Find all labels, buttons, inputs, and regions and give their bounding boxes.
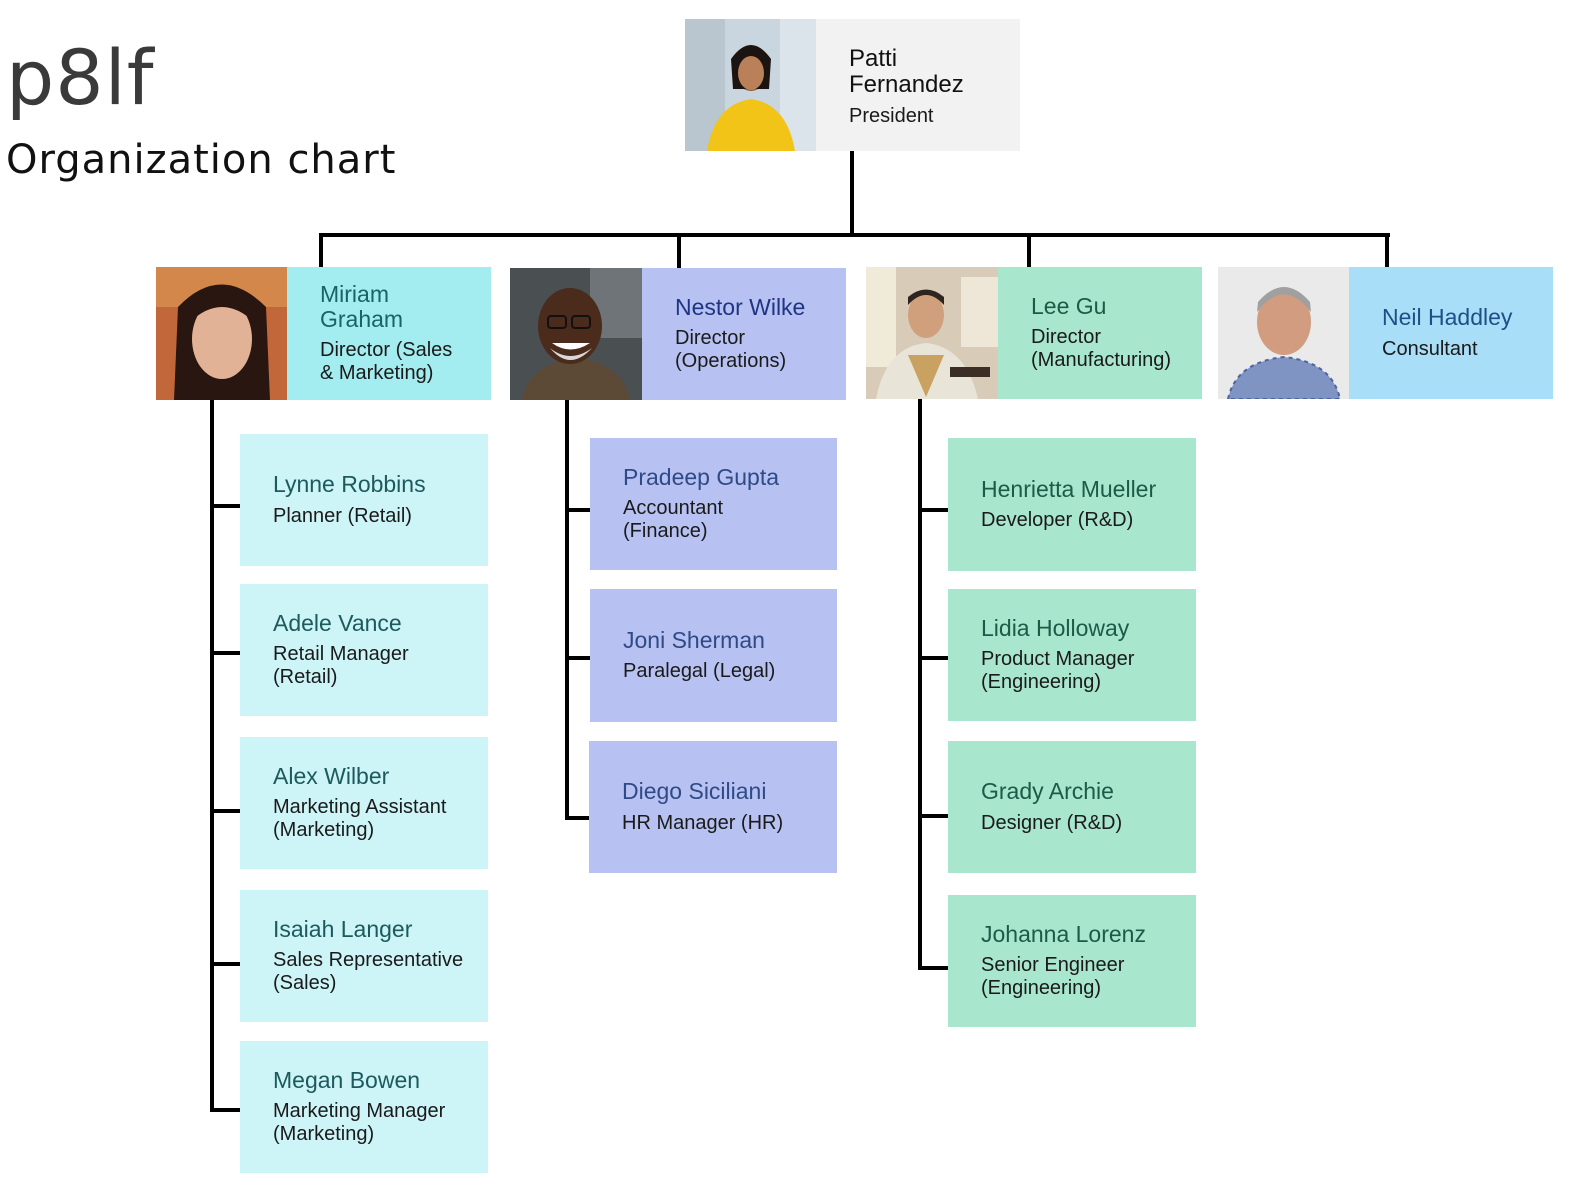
card-joni-sherman[interactable]: Joni Sherman Paralegal (Legal) [590, 589, 837, 722]
connector-to-nestor [677, 233, 681, 268]
name: Megan Bowen [273, 1066, 421, 1093]
card-lidia-holloway[interactable]: Lidia Holloway Product Manager (Engineer… [948, 589, 1196, 721]
role: Marketing Assistant (Marketing) [273, 796, 447, 842]
role-nestor: Director (Operations) [675, 327, 787, 373]
card-alex-wilber[interactable]: Alex Wilber Marketing Assistant (Marketi… [240, 737, 488, 869]
name: Lynne Robbins [273, 471, 426, 498]
role: Retail Manager (Retail) [273, 643, 409, 689]
avatar-miriam [156, 267, 287, 400]
name: Johanna Lorenz [981, 920, 1146, 947]
card-neil[interactable]: Neil Haddley Consultant [1349, 267, 1553, 399]
connector-ops-3 [565, 816, 590, 820]
connector-root-down [850, 150, 854, 236]
role: Product Manager (Engineering) [981, 648, 1135, 694]
connector-mfg-2 [918, 656, 948, 660]
name: Joni Sherman [623, 626, 765, 653]
page-title: Organization chart [6, 137, 397, 183]
connector-ops-trunk [565, 400, 569, 820]
connector-sales-5 [210, 1108, 240, 1112]
card-patti[interactable]: Patti Fernandez President [816, 19, 1020, 151]
card-pradeep-gupta[interactable]: Pradeep Gupta Accountant (Finance) [590, 438, 837, 570]
connector-sales-2 [210, 651, 240, 655]
role: Planner (Retail) [273, 504, 412, 527]
connector-mfg-4 [918, 966, 948, 970]
connector-ops-1 [565, 508, 590, 512]
avatar-patti [685, 19, 816, 151]
role: Designer (R&D) [981, 811, 1123, 834]
name-miriam: Miriam Graham [320, 281, 404, 332]
connector-to-neil [1385, 233, 1389, 267]
role: Sales Representative (Sales) [273, 949, 464, 995]
card-adele-vance[interactable]: Adele Vance Retail Manager (Retail) [240, 584, 488, 716]
connector-horizontal-bus [319, 233, 1390, 237]
name-patti: Patti Fernandez [849, 45, 964, 98]
role: Developer (R&D) [981, 509, 1134, 532]
card-johanna-lorenz[interactable]: Johanna Lorenz Senior Engineer (Engineer… [948, 895, 1196, 1027]
role-neil: Consultant [1382, 337, 1478, 360]
card-diego-siciliani[interactable]: Diego Siciliani HR Manager (HR) [589, 741, 837, 873]
connector-to-miriam [319, 233, 323, 268]
name: Alex Wilber [273, 762, 390, 789]
role: HR Manager (HR) [622, 811, 784, 834]
name: Henrietta Mueller [981, 475, 1157, 502]
connector-sales-4 [210, 962, 240, 966]
brand-logo-text: p8lf [6, 33, 155, 122]
role-patti: President [849, 104, 934, 127]
connector-sales-1 [210, 504, 240, 508]
connector-mfg-3 [918, 814, 948, 818]
role: Paralegal (Legal) [623, 660, 776, 683]
name-neil: Neil Haddley [1382, 304, 1513, 331]
connector-sales-3 [210, 809, 240, 813]
name-nestor: Nestor Wilke [675, 293, 806, 320]
role-miriam: Director (Sales & Marketing) [320, 338, 453, 384]
card-isaiah-langer[interactable]: Isaiah Langer Sales Representative (Sale… [240, 890, 488, 1022]
role: Marketing Manager (Marketing) [273, 1100, 446, 1146]
role: Senior Engineer (Engineering) [981, 954, 1125, 1000]
name: Lidia Holloway [981, 614, 1130, 641]
connector-sales-trunk [210, 400, 214, 1112]
avatar-lee [866, 267, 998, 399]
card-nestor[interactable]: Nestor Wilke Director (Operations) [642, 268, 846, 400]
role-lee: Director (Manufacturing) [1031, 326, 1172, 372]
name: Pradeep Gupta [623, 463, 780, 490]
card-miriam[interactable]: Miriam Graham Director (Sales & Marketin… [287, 267, 491, 400]
connector-ops-2 [565, 656, 590, 660]
card-megan-bowen[interactable]: Megan Bowen Marketing Manager (Marketing… [240, 1041, 488, 1173]
connector-mfg-1 [918, 508, 948, 512]
card-grady-archie[interactable]: Grady Archie Designer (R&D) [948, 741, 1196, 873]
connector-mfg-trunk [918, 399, 922, 970]
card-lee[interactable]: Lee Gu Director (Manufacturing) [998, 267, 1202, 399]
name: Diego Siciliani [622, 778, 767, 805]
avatar-neil [1218, 267, 1349, 399]
name: Isaiah Langer [273, 915, 413, 942]
card-henrietta-mueller[interactable]: Henrietta Mueller Developer (R&D) [948, 438, 1196, 571]
role: Accountant (Finance) [623, 497, 724, 543]
avatar-nestor [510, 268, 642, 400]
name: Grady Archie [981, 778, 1114, 805]
name-lee: Lee Gu [1031, 292, 1107, 319]
name: Adele Vance [273, 609, 402, 636]
connector-to-lee [1027, 233, 1031, 267]
card-lynne-robbins[interactable]: Lynne Robbins Planner (Retail) [240, 434, 488, 566]
